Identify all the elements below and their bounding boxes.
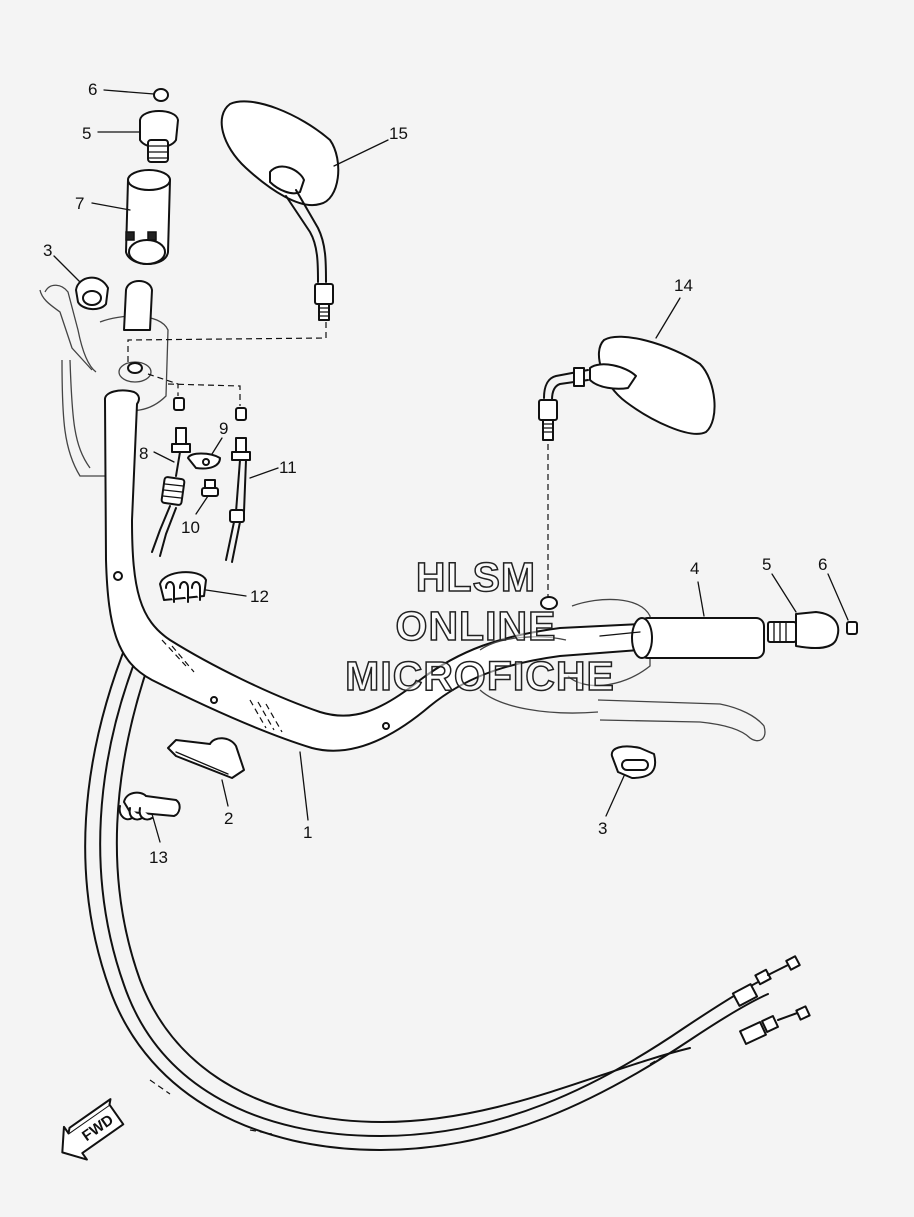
- callout-3-left: 3: [43, 241, 52, 260]
- callout-2: 2: [224, 809, 233, 828]
- callout-10: 10: [181, 518, 200, 537]
- callout-leaders: [53, 89, 849, 843]
- cable-holder: [159, 571, 207, 603]
- mount-leader-lines: [127, 322, 549, 598]
- fwd-arrow-icon: FWD: [61, 1098, 125, 1161]
- callout-13: 13: [149, 848, 168, 867]
- watermark: HLSM ONLINE MICROFICHE: [344, 553, 615, 700]
- mirror-right: [538, 335, 716, 441]
- callout-5-left: 5: [82, 124, 91, 143]
- callout-labels: 1 2 3 3 4 5 5 6 6 7 8 9 10 11 12 13 14 1…: [43, 80, 827, 867]
- cable-clamp: [118, 791, 181, 821]
- left-switch-housing-ghost: [39, 284, 169, 477]
- callout-15: 15: [389, 124, 408, 143]
- callout-12: 12: [250, 587, 269, 606]
- control-cables: [84, 639, 811, 1151]
- grip-right: [599, 617, 765, 659]
- grip-left: [123, 169, 171, 331]
- callout-6-right: 6: [818, 555, 827, 574]
- mirror-left: [220, 100, 340, 321]
- wire-guide: [167, 737, 245, 779]
- watermark-line-3: MICROFICHE: [345, 653, 615, 699]
- callout-9: 9: [219, 419, 228, 438]
- callout-14: 14: [674, 276, 693, 295]
- watermark-line-1: HLSM: [416, 554, 536, 600]
- handlebar: [104, 389, 641, 752]
- callout-7: 7: [75, 194, 84, 213]
- right-switch-and-lever: [479, 596, 766, 742]
- watermark-line-2: ONLINE: [396, 603, 557, 649]
- callout-8: 8: [139, 444, 148, 463]
- clamp-right: [610, 745, 657, 779]
- callout-5-right: 5: [762, 555, 771, 574]
- callout-3-right: 3: [598, 819, 607, 838]
- bar-end-left: [139, 88, 179, 163]
- callout-1: 1: [303, 823, 312, 842]
- callout-6-left: 6: [88, 80, 97, 99]
- clamp-left: [75, 276, 109, 310]
- switch-connectors: [151, 397, 251, 563]
- callout-4: 4: [690, 559, 699, 578]
- bar-end-right: [767, 611, 858, 649]
- callout-11: 11: [279, 458, 297, 477]
